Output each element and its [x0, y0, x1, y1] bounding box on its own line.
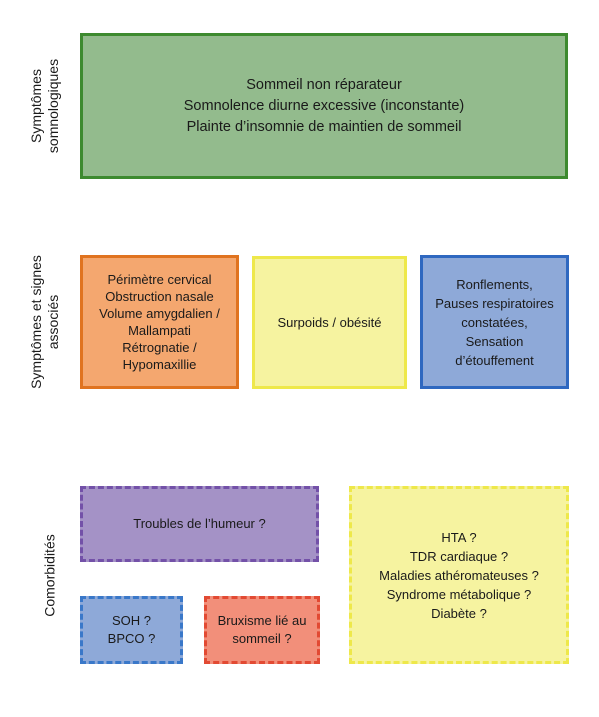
row-label-line: Symptômes — [28, 69, 44, 143]
box-soh-bpco: SOH ? BPCO ? — [80, 596, 183, 664]
box-line: Syndrome métabolique ? — [386, 586, 532, 602]
box-line: Sensation — [465, 333, 524, 349]
box-line: BPCO ? — [107, 631, 156, 646]
row-label-line: Symptômes et signes — [28, 255, 44, 389]
box-line: Surpoids / obésité — [277, 314, 382, 330]
box-line: Somnolence diurne excessive (inconstante… — [183, 97, 465, 114]
row-label-line: Comorbidités — [41, 534, 58, 617]
box-line: Périmètre cervical — [107, 272, 212, 287]
box-line: Diabète ? — [431, 605, 487, 621]
box-line: Volume amygdalien / — [99, 306, 220, 321]
box-line: Hypomaxillie — [122, 357, 197, 372]
box-line: constatées, — [461, 314, 528, 330]
box-line: sommeil ? — [232, 631, 292, 646]
box-line: Obstruction nasale — [105, 289, 214, 304]
box-line: Sommeil non réparateur — [246, 76, 402, 93]
box-line: Bruxisme lié au — [217, 613, 307, 628]
box-line: Plainte d’insomnie de maintien de sommei… — [186, 118, 462, 135]
box-cardiometabolic: HTA ? TDR cardiaque ? Maladies athéromat… — [349, 486, 569, 664]
box-sommeil-symptoms: Sommeil non réparateur Somnolence diurne… — [80, 33, 568, 179]
box-line: Troubles de l’humeur ? — [133, 516, 266, 531]
box-line: HTA ? — [441, 529, 477, 545]
box-troubles-humeur: Troubles de l’humeur ? — [80, 486, 319, 562]
box-line: Mallampati — [128, 323, 191, 338]
box-line: d’étouffement — [455, 352, 534, 368]
box-line: Ronflements, — [456, 276, 533, 292]
box-line: SOH ? — [111, 613, 151, 628]
box-anatomical-signs: Périmètre cervical Obstruction nasale Vo… — [80, 255, 239, 389]
row-label-associes: Symptômes et signes associés — [28, 232, 62, 412]
row-label-somnologiques: Symptômes somnologiques — [28, 36, 62, 176]
box-line: Rétrognatie / — [122, 340, 197, 355]
row-label-line: associés — [45, 294, 61, 350]
row-label-line: somnologiques — [45, 58, 61, 154]
box-bruxisme: Bruxisme lié au sommeil ? — [204, 596, 320, 664]
row-label-comorbidites: Comorbidités — [42, 516, 59, 636]
box-ronflements: Ronflements, Pauses respiratoires consta… — [420, 255, 569, 389]
box-line: Pauses respiratoires — [435, 295, 554, 311]
box-line: Maladies athéromateuses ? — [379, 567, 539, 583]
box-surpoids: Surpoids / obésité — [252, 256, 407, 389]
box-line: TDR cardiaque ? — [409, 548, 509, 564]
